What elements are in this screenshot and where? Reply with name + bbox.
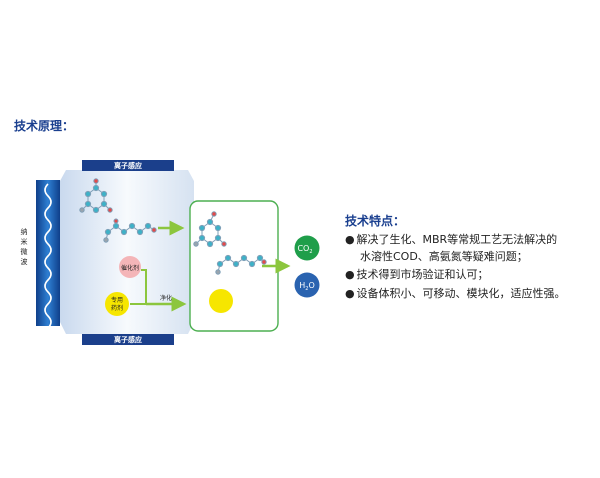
molecule-icon bbox=[79, 178, 113, 214]
h2o-icon bbox=[294, 272, 320, 298]
feature-item: ● 解决了生化、MBR等常规工艺无法解决的 bbox=[345, 233, 557, 247]
purify-label: 净化 bbox=[160, 294, 172, 302]
feature-text: 技术得到市场验证和认可； bbox=[356, 268, 489, 281]
molecule-icon bbox=[193, 211, 227, 248]
microwave-label-char: 米 bbox=[21, 237, 28, 246]
principle-heading: 技术原理： bbox=[14, 119, 75, 133]
agent-label-line2: 药剂 bbox=[111, 304, 123, 312]
microwave-label-char: 微 bbox=[21, 247, 28, 256]
microwave-label-char: 纳 bbox=[21, 227, 28, 236]
svg-text:H2O: H2O bbox=[299, 281, 315, 292]
purified-circle bbox=[209, 289, 233, 313]
top-band bbox=[82, 160, 174, 171]
microwave-label: 纳 米 微 波 bbox=[21, 227, 28, 266]
h2o-sub: 2 bbox=[305, 286, 308, 292]
connector-line bbox=[130, 269, 147, 305]
bullet-icon: ● bbox=[345, 233, 355, 246]
agent-circle bbox=[105, 292, 129, 316]
catalyst-circle bbox=[119, 256, 141, 278]
bottom-band-label: 离子感应 bbox=[114, 335, 142, 344]
h2o-main: H bbox=[299, 281, 305, 290]
top-band-label: 离子感应 bbox=[114, 161, 142, 170]
co2-icon bbox=[294, 235, 320, 261]
microwave-panel bbox=[36, 180, 60, 326]
h2o-tail: O bbox=[308, 281, 314, 290]
feature-text: 设备体积小、可移动、模块化，适应性强。 bbox=[356, 287, 566, 300]
feature-item: ● 设备体积小、可移动、模块化，适应性强。 bbox=[345, 287, 566, 301]
feature-item: ● 技术得到市场验证和认可； bbox=[345, 268, 489, 282]
co2-sub: 2 bbox=[309, 249, 312, 255]
agent-label-line1: 专用 bbox=[111, 296, 123, 304]
svg-text:CO2: CO2 bbox=[297, 244, 312, 255]
co2-main: CO bbox=[297, 244, 309, 253]
feature-text: 解决了生化、MBR等常规工艺无法解决的 bbox=[356, 233, 558, 246]
catalyst-label: 催化剂 bbox=[121, 264, 139, 272]
molecule-icon bbox=[215, 254, 267, 275]
feature-item-continuation: 水溶性COD、高氨氮等疑难问题； bbox=[345, 250, 528, 264]
features-heading: 技术特点： bbox=[345, 214, 406, 228]
bullet-icon: ● bbox=[345, 268, 355, 281]
feature-text: 水溶性COD、高氨氮等疑难问题； bbox=[360, 250, 528, 263]
microwave-label-char: 波 bbox=[21, 257, 28, 266]
bottom-band bbox=[82, 334, 174, 345]
molecule-icon bbox=[103, 218, 157, 243]
bullet-icon: ● bbox=[345, 287, 355, 300]
wave-icon bbox=[44, 183, 52, 329]
